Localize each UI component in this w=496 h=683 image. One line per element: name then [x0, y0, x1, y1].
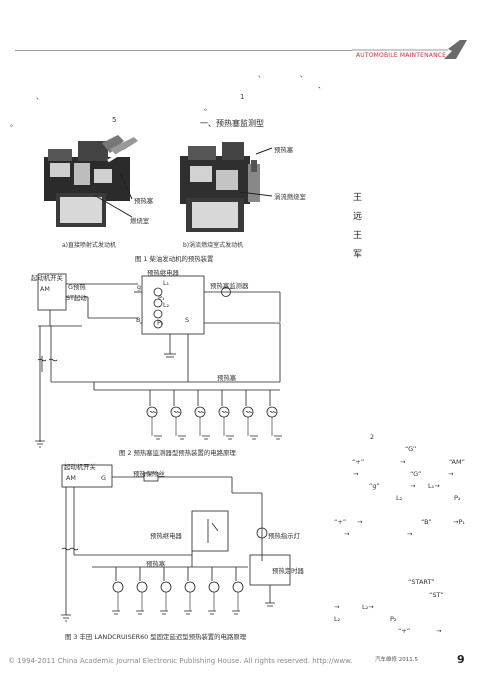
body-text: →	[334, 603, 340, 611]
figure1-caption: 图 1 柴油发动机的预热装置	[135, 255, 214, 263]
text-mark: 、	[36, 93, 43, 101]
author-char: 军	[353, 250, 363, 260]
section-title: 一、预热塞监测型	[200, 119, 264, 128]
swirl-chamber-engine-illustration	[176, 140, 276, 235]
body-text: 2	[370, 433, 375, 441]
fig2-l2: L₂	[163, 301, 170, 309]
fig2-relay-label: 预热继电器	[147, 269, 179, 277]
body-text: P₂	[390, 615, 397, 623]
body-text: “+”	[334, 518, 347, 526]
figure3-circuit-diagram	[61, 464, 291, 622]
fig2-s-terminal: S	[185, 316, 190, 324]
fig2-monitor-label: 预热塞监测器	[210, 282, 249, 290]
body-text: “START”	[408, 578, 435, 586]
body-text: L₂→	[362, 603, 374, 611]
fig2-ignition-switch: 起动机开关	[31, 274, 63, 282]
body-text: “AM”	[449, 458, 465, 466]
copyright-footer: © 1994-2011 China Academic Journal Elect…	[8, 657, 353, 665]
body-text: →	[400, 458, 406, 466]
body-text: →	[448, 470, 454, 478]
body-text: →	[344, 530, 350, 538]
fig2-st-start: ST起动	[66, 294, 87, 302]
fig3-fuse-label: 预热保险丝	[133, 470, 165, 478]
fig2-p1: P₁	[158, 294, 165, 302]
fig3-glow-plugs-label: 预热塞	[146, 560, 166, 568]
figure2-caption: 图 2 预热塞监测器型预热装置的电路原理	[119, 449, 236, 457]
body-text: “+”	[352, 458, 365, 466]
author-char: 远	[353, 212, 363, 222]
body-text: →	[357, 518, 363, 526]
body-text: →	[410, 482, 416, 490]
body-text: →	[407, 530, 413, 538]
fig2-g-preheat: G预热	[68, 283, 86, 291]
fig3-lamp-label: 预热指示灯	[268, 532, 300, 540]
body-text: P₂	[454, 494, 461, 502]
text-mark: 。	[204, 104, 211, 112]
fig2-glow-plugs-label: 预热塞	[217, 374, 237, 382]
fig2-b-terminal: B	[136, 316, 141, 324]
label-glow-plug-b: 预热塞	[274, 146, 294, 154]
text-mark: 1	[240, 93, 245, 101]
page-number: 9	[457, 653, 465, 666]
fig3-g-label: G	[101, 474, 106, 482]
text-mark: 、	[258, 71, 265, 79]
body-text: “+”	[398, 627, 411, 635]
text-mark: 。	[10, 120, 17, 128]
author-char: 王	[353, 193, 363, 203]
magazine-issue: 汽车维修 2011.5	[375, 657, 418, 663]
fig3-relay-label: 预热继电器	[150, 532, 182, 540]
body-text: “ST”	[429, 591, 444, 599]
figure1-sub-b: b)涡流燃烧室式发动机	[183, 242, 244, 249]
fig2-am-label: AM	[40, 285, 50, 293]
text-mark: 5	[112, 116, 117, 124]
author-char: 王	[353, 231, 363, 241]
body-text: “G”	[405, 445, 417, 453]
body-text: L₂	[396, 494, 403, 502]
fig3-timer-label: 预热定时器	[272, 567, 304, 575]
body-text: “G”	[410, 470, 422, 478]
direct-injection-engine-illustration	[38, 133, 156, 233]
header-section-tab	[352, 40, 467, 59]
body-text: →	[353, 470, 359, 478]
header-rule	[15, 50, 395, 51]
text-mark: 、	[318, 82, 325, 90]
fig3-am-label: AM	[66, 474, 76, 482]
fig2-l1: L₁	[163, 279, 170, 287]
fig2-g-terminal: g	[137, 283, 142, 291]
figure1-sub-a: a)直接喷射式发动机	[62, 242, 117, 249]
fig2-p2: P₂	[157, 319, 164, 327]
figure3-caption: 图 3 丰田 LANDCRUISER60 型固定延迟型预热装置的电路原理	[65, 633, 247, 641]
body-text: →	[436, 627, 442, 635]
text-mark: 、	[300, 71, 307, 79]
label-swirl-chamber-b: 涡流燃烧室	[274, 193, 306, 201]
figure2-circuit-diagram	[35, 273, 282, 448]
fig3-ignition-switch: 起动机开关	[64, 463, 96, 471]
body-text: L₂	[334, 615, 341, 623]
body-text: “B”	[421, 518, 432, 526]
section-label: AUTOMOBILE MAINTENANCE	[356, 52, 447, 59]
body-text: “g”	[369, 482, 380, 490]
body-text: L₁→	[428, 482, 440, 490]
body-text: →P₁	[453, 518, 465, 526]
label-glow-plug-a: 预热塞	[134, 197, 154, 205]
label-combustion-chamber-a: 燃烧室	[130, 217, 150, 225]
